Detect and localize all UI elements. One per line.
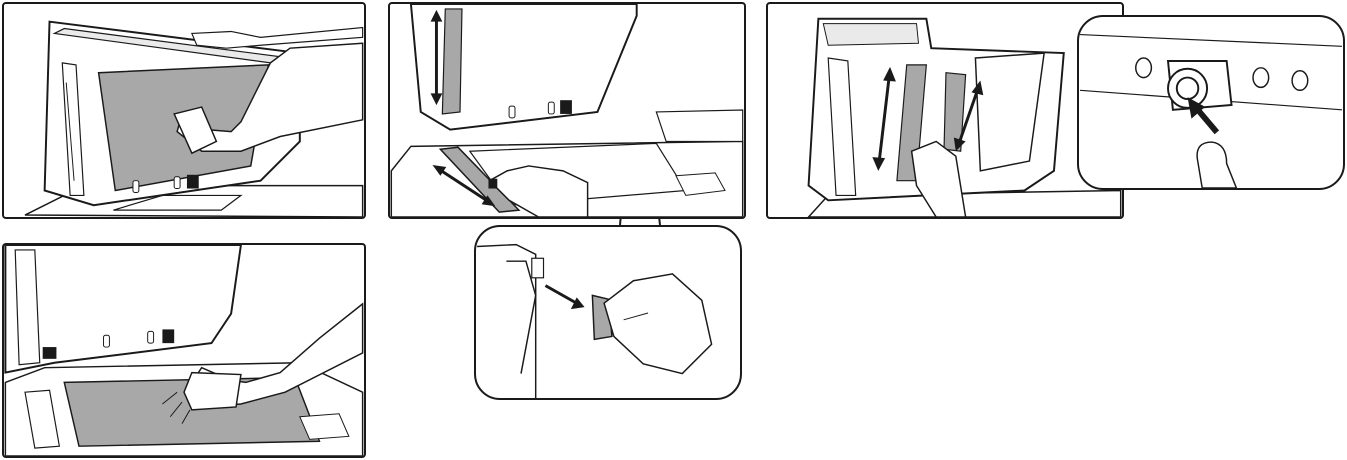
callout-remove-cleaner (474, 225, 742, 400)
panel-wipe-document-cover (2, 2, 366, 219)
panel-wipe-scanning-glass-strip (388, 2, 746, 219)
press-button-icon (1080, 34, 1342, 188)
wipe-document-cover-icon (24, 20, 364, 217)
remove-cleaner-icon (477, 243, 713, 398)
wipe-platen-glass-icon (4, 245, 364, 456)
wipe-scanning-glass-strip-icon (390, 4, 744, 217)
panel-wipe-platen-glass (2, 243, 366, 458)
open-feeder-cover-icon (807, 17, 1122, 217)
callout-press-button (1077, 15, 1345, 190)
panel-open-feeder-cover (766, 2, 1124, 219)
